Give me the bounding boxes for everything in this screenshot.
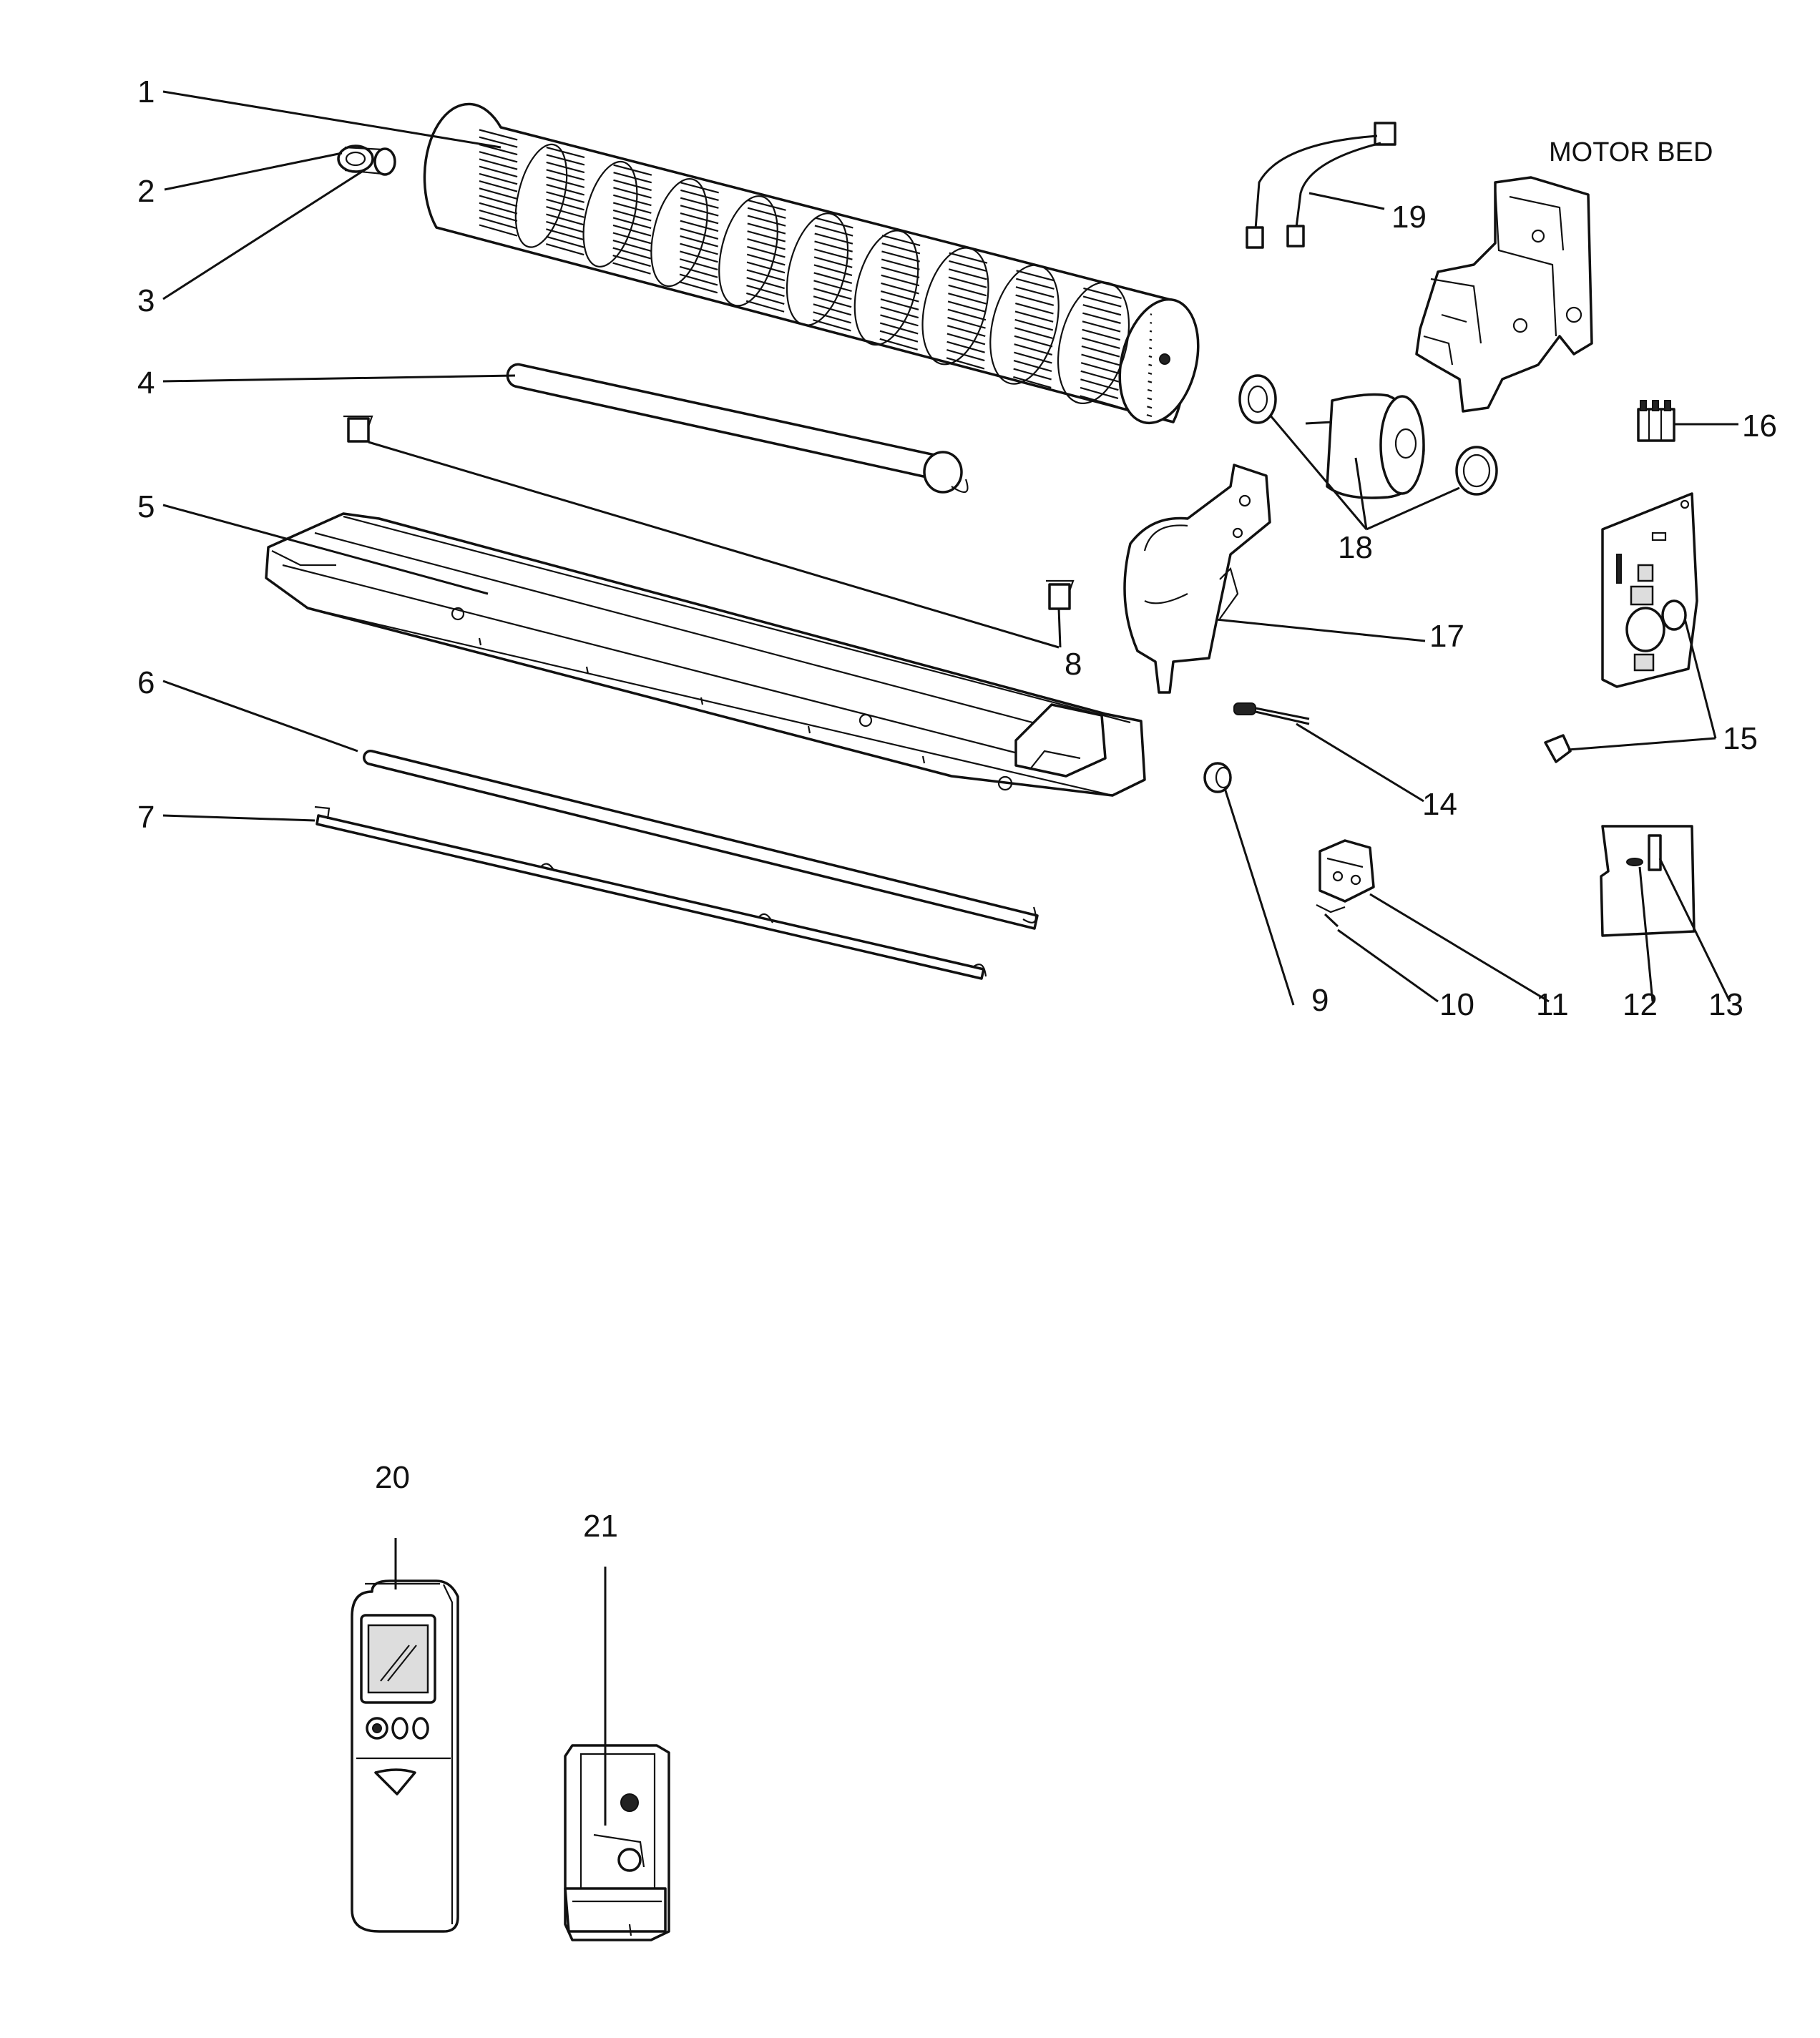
- plug-cap: [1203, 762, 1232, 793]
- callout-20: 20: [375, 1460, 410, 1495]
- callout-18: 18: [1338, 530, 1373, 565]
- callout-9: 9: [1311, 983, 1329, 1018]
- temperature-sensor: [1233, 702, 1310, 725]
- wheel-blade-line: [479, 180, 1153, 366]
- callout-6: 6: [137, 665, 155, 700]
- drain-pan: [265, 512, 1146, 797]
- wheel-segment-ring: [514, 143, 568, 248]
- remote-controller: [351, 1579, 459, 1933]
- callout-10: 10: [1439, 987, 1474, 1022]
- callout-7: 7: [137, 800, 155, 835]
- callout-12: 12: [1623, 987, 1658, 1022]
- mounting-plate: [1600, 825, 1696, 937]
- louver-link: [314, 805, 987, 980]
- wheel-segment-ring: [786, 212, 849, 326]
- wheel-blade-line: [479, 224, 1153, 418]
- wheel-blade-line: [479, 172, 1153, 358]
- motor-bed: [1415, 176, 1593, 413]
- wheel-blade-line: [479, 158, 1153, 341]
- wheel-segment-ring: [921, 247, 989, 366]
- bearing-rubber: [337, 144, 396, 176]
- callout-16: 16: [1742, 408, 1777, 444]
- terminal-block: [1637, 400, 1675, 442]
- switch-assembly: [1316, 839, 1375, 928]
- wheel-blade-line: [479, 151, 1153, 333]
- wheel-blade-line: [479, 202, 1153, 392]
- wheel-blade-line: [479, 143, 1153, 324]
- blower-wheel: [423, 102, 1200, 425]
- wheel-blade-line: [479, 187, 1153, 375]
- remote-holder: [564, 1744, 670, 1941]
- vane-rod: [363, 750, 1039, 930]
- callout-15: 15: [1723, 721, 1758, 756]
- callout-2: 2: [137, 174, 155, 209]
- callout-17: 17: [1429, 619, 1464, 654]
- callout-11: 11: [1536, 987, 1569, 1022]
- wheel-segment-ring: [718, 195, 778, 307]
- leader-lines: [162, 90, 1738, 1826]
- callout-4: 4: [137, 366, 155, 401]
- wheel-blade-line: [479, 209, 1153, 401]
- wheel-segment-ring: [582, 160, 638, 268]
- fan-motor: [1238, 374, 1498, 499]
- callout-5: 5: [137, 489, 155, 524]
- drain-pipe: [506, 363, 969, 494]
- wheel-blade-line: [479, 136, 1153, 315]
- wheel-blade-line: [479, 217, 1153, 409]
- callout-labels: 1 2 3 4 5 6 7 8 9 10 11 12 13 14 15 16 1…: [137, 74, 1777, 1544]
- wheel-blade-line: [479, 165, 1153, 350]
- motor-bed-title: MOTOR BED: [1549, 137, 1713, 167]
- lead-wire: [1246, 122, 1396, 249]
- wheel-segment-ring: [853, 230, 919, 346]
- motor-cover: [1123, 464, 1271, 694]
- callout-21: 21: [583, 1509, 618, 1544]
- callout-1: 1: [137, 74, 155, 109]
- callout-13: 13: [1708, 987, 1743, 1022]
- callout-19: 19: [1391, 200, 1427, 235]
- wheel-segment-ring: [650, 177, 708, 288]
- wheel-blade-line: [479, 195, 1153, 383]
- wheel-segment-ring: [989, 264, 1060, 385]
- callout-14: 14: [1422, 787, 1457, 822]
- wheel-blade-line: [479, 129, 1153, 308]
- wheel-segment-ring: [1057, 281, 1130, 404]
- callout-3: 3: [137, 283, 155, 318]
- control-pcb: [1544, 492, 1698, 763]
- callout-8: 8: [1065, 647, 1082, 682]
- clip-pair: [343, 415, 1075, 610]
